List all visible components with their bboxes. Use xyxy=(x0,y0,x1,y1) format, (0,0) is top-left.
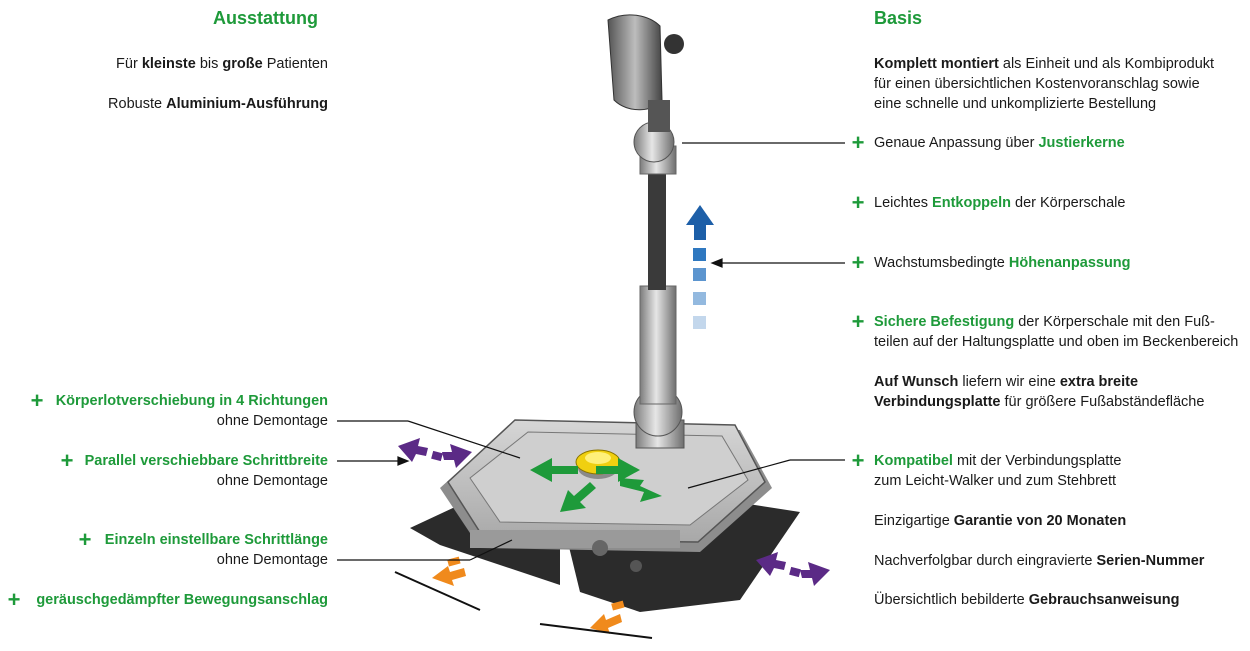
orange-arrows xyxy=(432,556,625,634)
adjust-arrows xyxy=(530,458,662,512)
left-heading: Ausstattung xyxy=(213,8,318,28)
plus-icon: + xyxy=(78,527,92,552)
right-heading: Basis xyxy=(874,8,923,28)
plus-icon: + xyxy=(60,448,74,473)
plus-icon: + xyxy=(851,130,865,155)
callout-lines xyxy=(337,142,845,561)
plus-icon: + xyxy=(851,250,865,275)
feature-garantie: Einzigartige Garantie von 20 Monaten xyxy=(874,513,1127,529)
plus-icon: + xyxy=(7,587,21,612)
feature-wunsch: Auf Wunsch liefern wir eine extra breite… xyxy=(874,374,1205,410)
feature-befestigung: Sichere Befestigung der Körperschale mit… xyxy=(874,314,1239,350)
feature-bewegungsanschlag: geräuschgedämpfter Bewegungsanschlag xyxy=(36,592,328,608)
feature-kompatibel: Kompatibel mit der Verbindungsplatte zum… xyxy=(874,453,1122,489)
right-intro: Komplett montiert als Einheit und als Ko… xyxy=(874,56,1215,112)
purple-arrows xyxy=(398,438,830,586)
feature-hoehenanpassung: Wachstumsbedingte Höhenanpassung xyxy=(874,255,1131,271)
feature-gebrauchsanweisung: Übersichtlich bebilderte Gebrauchsanweis… xyxy=(874,592,1180,608)
base-plate xyxy=(440,419,772,572)
height-arrow-icon xyxy=(686,205,714,329)
feature-justierkerne: Genaue Anpassung über Justierkerne xyxy=(874,135,1125,151)
yellow-knob xyxy=(575,449,621,479)
left-line-patients: Für kleinste bis große Patienten xyxy=(116,56,328,72)
plus-icon: + xyxy=(30,388,44,413)
left-line-aluminium: Robuste Aluminium-Ausführung xyxy=(108,96,328,112)
feature-seriennummer: Nachverfolgbar durch eingravierte Serien… xyxy=(874,553,1205,569)
plus-icon: + xyxy=(851,448,865,473)
vertical-rod xyxy=(633,121,685,449)
feature-entkoppeln: Leichtes Entkoppeln der Körperschale xyxy=(874,195,1126,211)
plus-icon: + xyxy=(851,309,865,334)
plus-icon: + xyxy=(851,190,865,215)
handle-knob xyxy=(607,14,684,132)
